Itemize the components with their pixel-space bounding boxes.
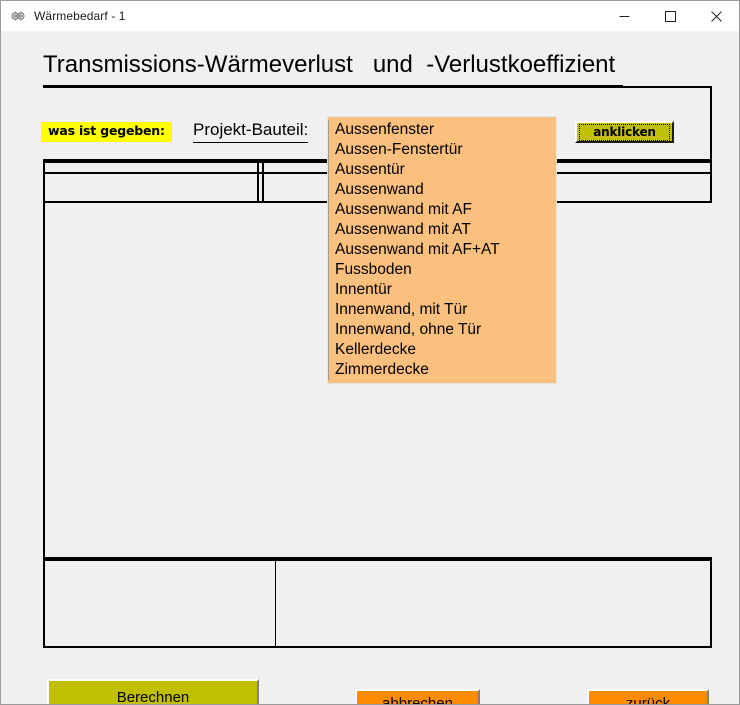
result-panel-divider (275, 561, 276, 646)
result-panel (43, 559, 712, 648)
dropdown-option[interactable]: Aussenwand (328, 180, 556, 200)
abbrechen-button-label: abbrechen (382, 694, 453, 705)
close-button[interactable] (693, 1, 739, 31)
title-bar: Wärmebedarf - 1 (1, 1, 739, 32)
page-title: Transmissions-Wärmeverlust und -Verlustk… (43, 51, 616, 78)
close-icon (710, 10, 722, 22)
client-area: Transmissions-Wärmeverlust und -Verlustk… (1, 31, 739, 704)
dropdown-option[interactable]: Aussenwand mit AF (328, 200, 556, 220)
berechnen-button-label: Berechnen (116, 688, 190, 705)
given-label-tag: was ist gegeben: (41, 122, 172, 142)
dropdown-option[interactable]: Aussentür (328, 160, 556, 180)
header-column-divider-1 (257, 163, 259, 201)
header-column-divider-2 (262, 163, 264, 201)
zurueck-button[interactable]: zurück (587, 689, 709, 704)
zurueck-button-label: zurück (625, 694, 671, 705)
dropdown-option[interactable]: Innenwand, ohne Tür (328, 320, 556, 340)
minimize-icon (619, 15, 629, 17)
maximize-button[interactable] (647, 1, 693, 31)
dropdown-option[interactable]: Zimmerdecke (328, 360, 556, 380)
gears-icon (11, 11, 25, 21)
dropdown-option[interactable]: Innenwand, mit Tür (328, 300, 556, 320)
dropdown-option[interactable]: Aussenfenster (328, 120, 556, 140)
dropdown-option[interactable]: Fussboden (328, 260, 556, 280)
maximize-icon (664, 10, 676, 22)
abbrechen-button[interactable]: abbrechen (355, 689, 480, 704)
dropdown-option[interactable]: Innentür (328, 280, 556, 300)
anklicken-button-label: anklicken (579, 123, 670, 141)
anklicken-button[interactable]: anklicken (575, 121, 674, 143)
dropdown-option[interactable]: Aussenwand mit AF+AT (328, 240, 556, 260)
berechnen-button[interactable]: Berechnen (47, 679, 259, 704)
dropdown-option[interactable]: Aussen-Fenstertür (328, 140, 556, 160)
minimize-button[interactable] (601, 1, 647, 31)
bauteil-label: Projekt-Bauteil: (193, 120, 309, 143)
data-table-header-right-edge (710, 159, 712, 203)
dropdown-option[interactable]: Aussenwand mit AT (328, 220, 556, 240)
window-title: Wärmebedarf - 1 (34, 9, 126, 23)
dropdown-option[interactable]: Kellerdecke (328, 340, 556, 360)
window-controls (601, 1, 739, 31)
